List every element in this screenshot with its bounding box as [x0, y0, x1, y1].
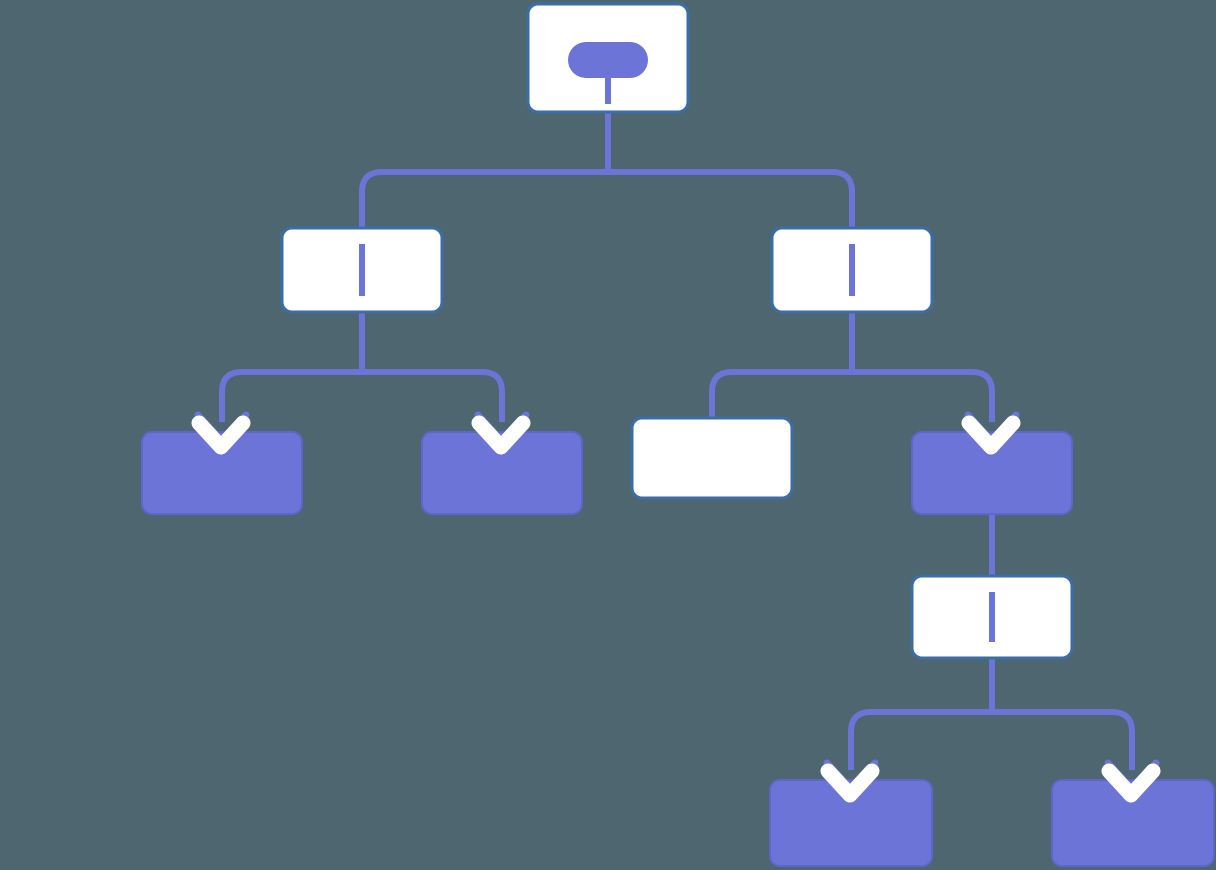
arrowhead-to-l2-d	[961, 411, 1021, 455]
node-l4-b[interactable]	[1051, 779, 1215, 867]
arrowhead-to-l4-a	[820, 759, 880, 803]
node-l2-b[interactable]	[421, 431, 583, 515]
edge-root-to-level1	[359, 169, 855, 228]
arrowhead-to-l2-a-chevron-front	[191, 415, 251, 455]
node-l3-a[interactable]	[910, 574, 1074, 660]
arrowhead-to-l2-b-chevron-front	[471, 415, 531, 455]
arrowhead-to-l4-b-chevron-front	[1101, 763, 1161, 803]
arrowhead-to-l4-b	[1101, 759, 1161, 803]
arrowhead-to-l2-d-chevron-front	[961, 415, 1021, 455]
node-l2-a-box[interactable]	[141, 431, 303, 515]
node-l2-b-box[interactable]	[421, 431, 583, 515]
connector-layer	[219, 112, 1135, 770]
arrowhead-to-l2-b	[471, 411, 531, 455]
node-l2-c-box[interactable]	[630, 416, 794, 500]
edge-l3a-to-children	[848, 709, 1135, 770]
arrowhead-to-l4-a-chevron-front	[820, 763, 880, 803]
node-l1-left[interactable]	[280, 226, 444, 314]
edge-l1right-to-children	[709, 369, 995, 422]
node-l2-a[interactable]	[141, 431, 303, 515]
edge-l1left-to-children	[219, 369, 505, 422]
node-l4-a-box[interactable]	[769, 779, 933, 867]
node-root[interactable]	[526, 2, 690, 114]
arrowhead-layer	[191, 411, 1161, 803]
node-l4-a[interactable]	[769, 779, 933, 867]
node-l1-right[interactable]	[770, 226, 934, 314]
arrowhead-to-l2-a	[191, 411, 251, 455]
node-l2-c[interactable]	[630, 416, 794, 500]
node-l4-b-box[interactable]	[1051, 779, 1215, 867]
node-l2-d[interactable]	[911, 431, 1073, 515]
node-l2-d-box[interactable]	[911, 431, 1073, 515]
node-root-pill	[568, 42, 648, 78]
